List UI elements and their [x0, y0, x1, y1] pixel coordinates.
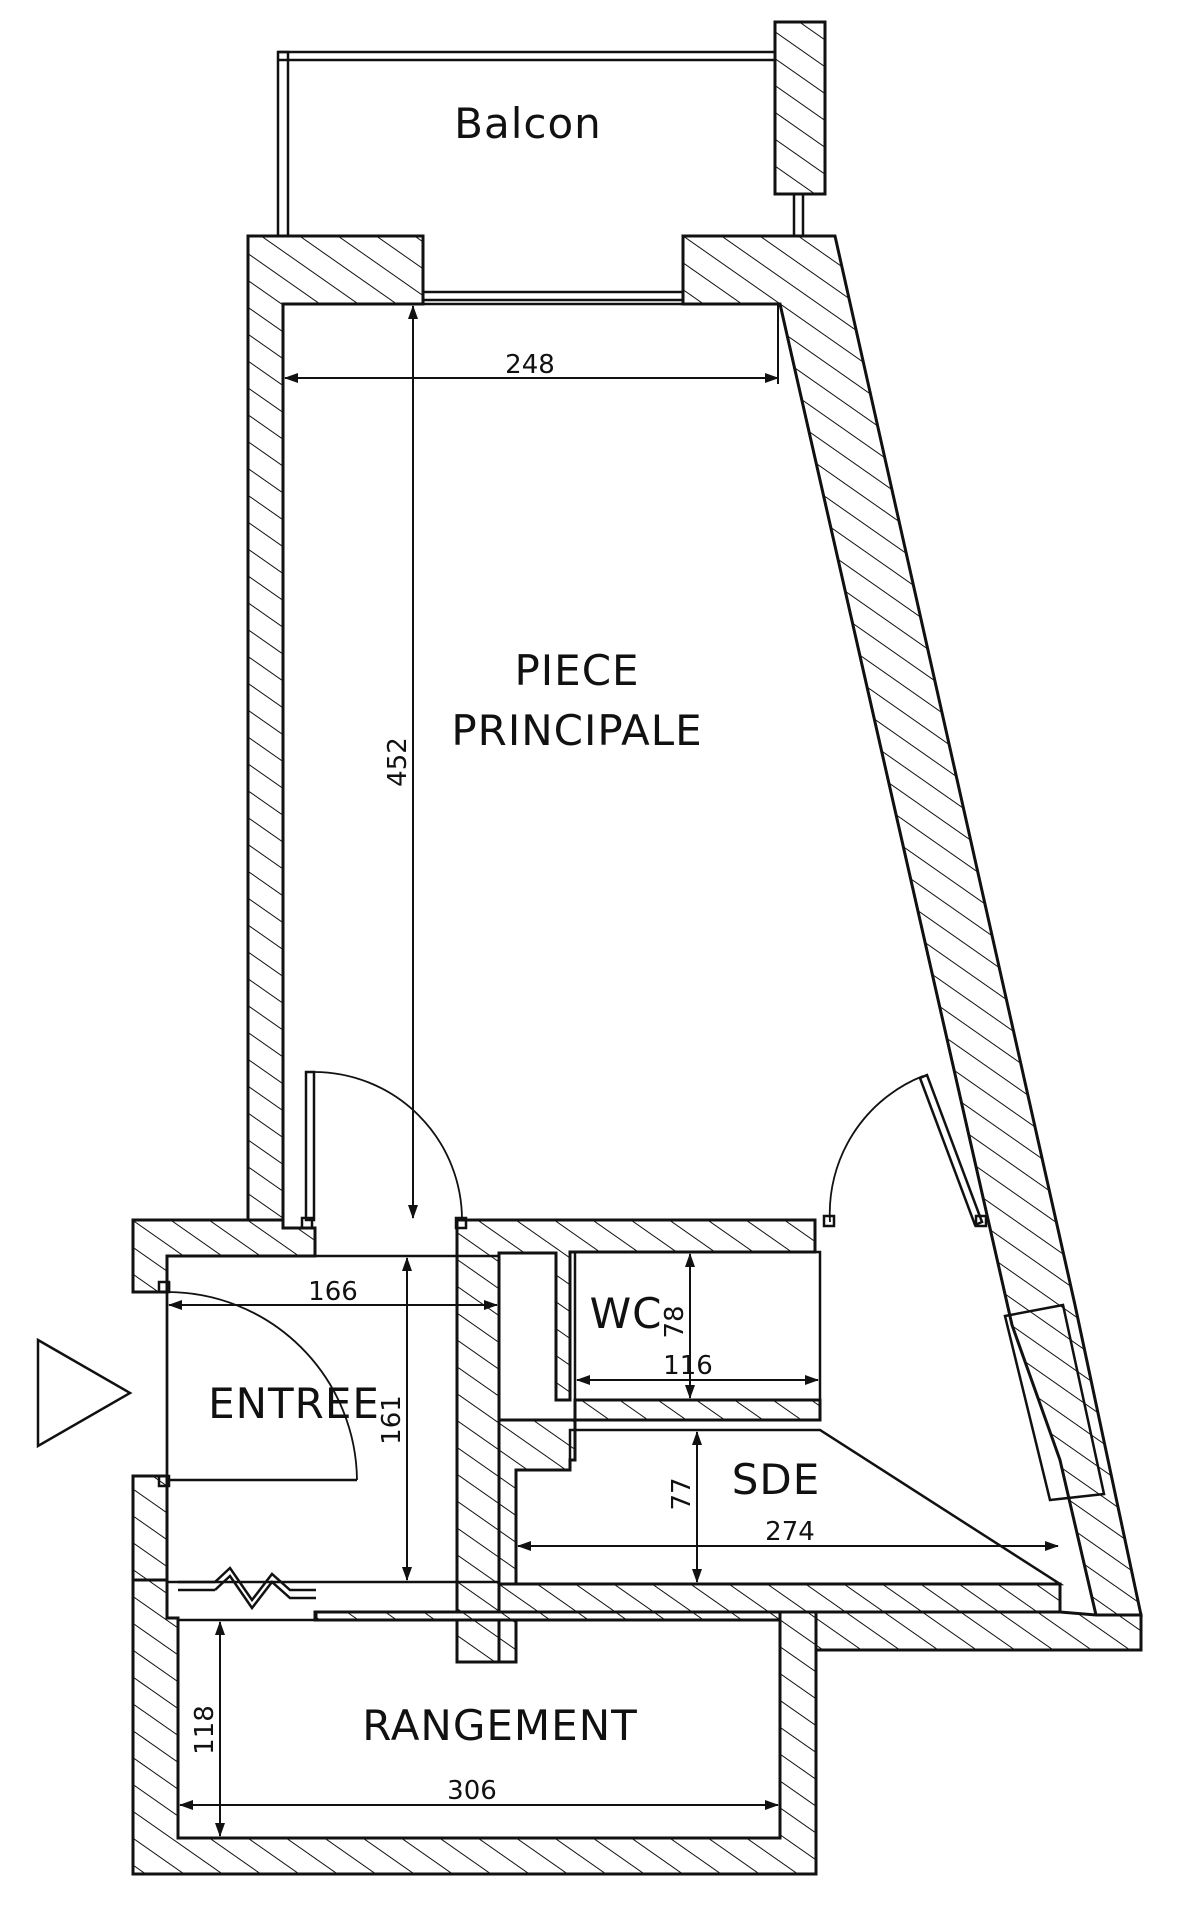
- wall-sde-bottom: [497, 1582, 1062, 1614]
- dimension-labels: 248 452 166 161 78 116 77 274 118 306: [190, 350, 815, 1806]
- dimension-lines: [168, 304, 1059, 1837]
- balcony-pillar: [773, 20, 827, 196]
- label-piece-principale-line1: PIECE: [514, 646, 639, 695]
- dim-wc-width: 116: [663, 1351, 713, 1381]
- label-rangement: RANGEMENT: [362, 1701, 638, 1750]
- balcony: [276, 20, 827, 302]
- dim-wc-length: 78: [660, 1305, 690, 1338]
- dim-entree-width: 166: [308, 1277, 358, 1307]
- dim-piece-length: 452: [383, 737, 413, 787]
- wall-sde-left: [497, 1418, 577, 1664]
- room-labels: Balcon PIECE PRINCIPALE WC ENTREE SDE RA…: [208, 99, 821, 1750]
- label-piece-principale-line2: PRINCIPALE: [451, 706, 702, 755]
- door-rangement-folding: [178, 1566, 316, 1611]
- dim-entree-length: 161: [377, 1395, 407, 1445]
- label-entree: ENTREE: [208, 1379, 380, 1428]
- balcony-railing-left: [276, 50, 290, 238]
- label-balcon: Balcon: [454, 99, 602, 148]
- door-main-room: [300, 1070, 468, 1230]
- dim-sde-length: 77: [667, 1477, 697, 1510]
- interior-lines: [165, 302, 1065, 1840]
- wall-entrance-left-bottom: [131, 1474, 169, 1582]
- label-sde: SDE: [732, 1455, 821, 1504]
- wall-wc-sde: [573, 1398, 822, 1422]
- dim-sde-width: 274: [765, 1517, 815, 1547]
- entrance-arrow-icon: [36, 1337, 133, 1449]
- dim-rangement-width: 306: [447, 1776, 497, 1806]
- dim-piece-width: 248: [505, 350, 555, 380]
- sde-window: [1003, 1303, 1106, 1502]
- balcony-window: [423, 290, 683, 302]
- wall-main-left: [246, 234, 425, 1230]
- door-sde: [822, 1073, 988, 1228]
- dim-rangement-length: 118: [190, 1705, 220, 1755]
- doors: [36, 1070, 988, 1611]
- door-entrance: [157, 1280, 358, 1488]
- label-wc: WC: [590, 1289, 663, 1338]
